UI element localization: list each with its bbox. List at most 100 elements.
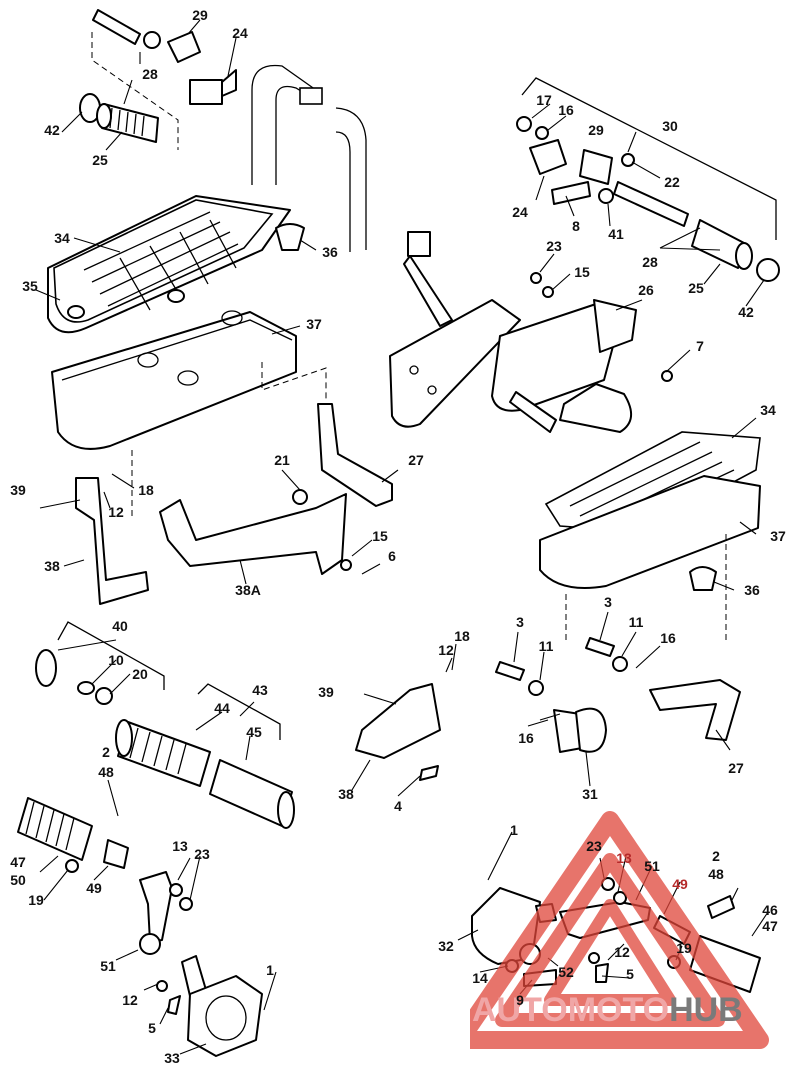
heel-shift-group [17,797,263,1057]
logo-triangle [470,811,769,1049]
callout-label: 37 [306,316,322,332]
callout-label: 12 [614,944,630,960]
automotohub-wordmark: AUTOMOTOHUB [472,992,743,1028]
callout-label: 38 [338,786,354,802]
callout-label: 48 [708,866,724,882]
callout-label: 13 [616,850,632,866]
callout-label: 3 [604,594,612,610]
right-floorboard-group [539,431,761,640]
callout-label: 29 [588,122,604,138]
callout-label: 15 [372,528,388,544]
callout-label: 7 [696,338,704,354]
callout-label: 16 [518,730,534,746]
callout-label: 29 [192,7,208,23]
wordmark-part-1: AUTOMOTO [472,991,670,1029]
callout-label: 44 [214,700,230,716]
callout-label: 19 [676,940,692,956]
callout-label: 24 [232,25,248,41]
callout-label: 6 [388,548,396,564]
callout-label: 2 [712,848,720,864]
callout-label: 50 [10,872,26,888]
left-footpeg-group [79,9,237,150]
leader-lines [35,19,769,1055]
callout-label: 13 [172,838,188,854]
callout-label: 14 [472,970,488,986]
callout-label: 23 [586,838,602,854]
callout-label: 37 [770,528,786,544]
callout-label: 1 [510,822,518,838]
callout-label: 19 [28,892,44,908]
callout-label: 47 [762,918,778,934]
callout-label: 35 [22,278,38,294]
callout-label: 42 [44,122,60,138]
callout-label: 21 [274,452,290,468]
callout-label: 23 [194,846,210,862]
callout-label: 5 [148,1020,156,1036]
callout-label: 51 [100,958,116,974]
callout-label: 47 [10,854,26,870]
callout-label: 39 [318,684,334,700]
callout-label: 18 [138,482,154,498]
callout-label: 11 [538,638,554,654]
callout-label: 34 [760,402,776,418]
crash-bar-phantom [251,64,367,252]
callout-label: 38 [44,558,60,574]
callout-label: 25 [92,152,108,168]
callout-label: 27 [728,760,744,776]
callout-label: 40 [112,618,128,634]
callout-label: 16 [660,630,676,646]
callout-label: 3 [516,614,524,630]
wordmark-part-2: HUB [669,991,743,1029]
callout-label: 28 [642,254,658,270]
callout-label: 16 [558,102,574,118]
callout-label: 18 [454,628,470,644]
callout-label: 43 [252,682,268,698]
callout-label: 46 [762,902,778,918]
callout-label: 42 [738,304,754,320]
right-footpeg-group [516,77,780,298]
callout-label: 10 [108,652,124,668]
mount-bracket-group [389,231,673,433]
callout-label: 39 [10,482,26,498]
callout-label: 22 [664,174,680,190]
callout-label: 49 [86,880,102,896]
rear-bracket-group [75,403,393,605]
callout-label: 48 [98,764,114,780]
callout-label: 8 [572,218,580,234]
left-floorboard-group [47,195,327,520]
callout-label: 2 [102,744,110,760]
callout-label: 12 [108,504,124,520]
callout-label: 41 [608,226,624,242]
callout-label: 36 [322,244,338,260]
callout-label: 24 [512,204,528,220]
callout-label: 12 [438,642,454,658]
callout-label: 45 [246,724,262,740]
callout-label: 32 [438,938,454,954]
callout-label: 51 [644,858,660,874]
callout-label: 38A [235,582,261,598]
callout-label: 36 [744,582,760,598]
callout-label: 30 [662,118,678,134]
callout-label: 1 [266,962,274,978]
callout-label: 15 [574,264,590,280]
callout-label: 17 [536,92,552,108]
callout-label: 26 [638,282,654,298]
callout-label: 23 [546,238,562,254]
callout-label: 33 [164,1050,180,1066]
callout-label: 11 [628,614,644,630]
peg-kit-group [35,621,295,829]
callout-label: 20 [132,666,148,682]
lower-right-bracket-group [355,637,741,781]
callout-label: 34 [54,230,70,246]
callout-label: 25 [688,280,704,296]
automotohub-logo [470,811,769,1049]
callout-label: 31 [582,786,598,802]
callout-label: 49 [672,876,688,892]
callout-label: 27 [408,452,424,468]
callout-label: 5 [626,966,634,982]
callout-label: 9 [516,992,524,1008]
callout-label: 52 [558,964,574,980]
callout-label: 12 [122,992,138,1008]
